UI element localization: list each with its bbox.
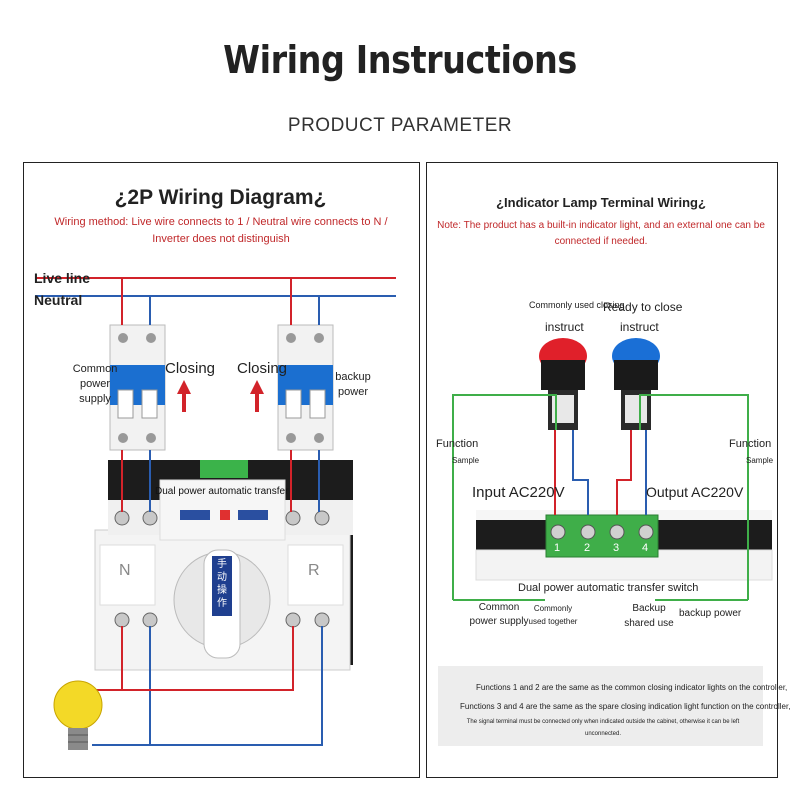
common-instruct-label: instruct bbox=[545, 320, 584, 334]
terminal-n-label: N bbox=[119, 562, 131, 579]
red-indicator-lamp bbox=[539, 338, 587, 430]
terminal-block bbox=[545, 514, 659, 558]
left-panel-title: ¿2P Wiring Diagram¿ bbox=[114, 186, 327, 209]
breaker-right bbox=[277, 324, 334, 451]
right-switch-label: Dual power automatic transfer switch bbox=[518, 582, 699, 594]
backup-shared-use: Backup shared use bbox=[624, 603, 674, 629]
handle-label-bg bbox=[212, 556, 232, 616]
sample-right-label: Sample bbox=[746, 456, 774, 465]
terminal-r-area bbox=[287, 544, 344, 606]
page-title: Wiring Instructions bbox=[223, 38, 577, 82]
commonly-used-together: Commonly used together bbox=[528, 604, 578, 626]
page-subtitle: PRODUCT PARAMETER bbox=[287, 115, 513, 136]
backup-power-bottom: backup power bbox=[679, 608, 742, 619]
lamp-red-wire-2 bbox=[616, 430, 632, 515]
ready-instruct-label: instruct bbox=[620, 320, 659, 334]
function-right-label: Function bbox=[729, 438, 772, 450]
closing-label-left: Closing bbox=[165, 360, 216, 377]
wiring-method-note: Wiring method: Live wire connects to 1 /… bbox=[54, 216, 388, 245]
closing-arrow-left bbox=[177, 380, 191, 412]
light-bulb-icon bbox=[53, 680, 103, 750]
switch-label: Dual power automatic transfer switch bbox=[155, 486, 290, 497]
switch-green-terminal bbox=[200, 460, 248, 478]
terminal-number-3: 3 bbox=[613, 542, 620, 554]
terminal-number-1: 1 bbox=[554, 542, 561, 554]
input-ac-label: Input AC220V bbox=[472, 484, 565, 501]
switch-handle-text: 手动操作 bbox=[217, 559, 227, 609]
switch-red-indicator bbox=[220, 510, 230, 520]
output-ac-label: Output AC220V bbox=[646, 484, 744, 500]
live-line-label: Live line bbox=[34, 270, 91, 286]
bottom-note-3: The signal terminal must be connected on… bbox=[466, 719, 740, 737]
sample-left-label: Sample bbox=[452, 456, 480, 465]
terminal-n-area bbox=[99, 544, 156, 606]
ready-close-label: Ready to close bbox=[603, 300, 683, 314]
switch-blue-tag-2 bbox=[238, 510, 268, 520]
bottom-notes-box bbox=[438, 666, 763, 746]
bottom-note-1: Functions 1 and 2 are the same as the co… bbox=[476, 683, 788, 692]
function-left-label: Function bbox=[436, 438, 479, 450]
right-panel-title: ¿Indicator Lamp Terminal Wiring¿ bbox=[496, 195, 706, 210]
closing-arrow-right bbox=[250, 380, 264, 412]
common-closing-label: Commonly used closing bbox=[529, 300, 625, 310]
blue-indicator-lamp bbox=[612, 338, 660, 430]
terminal-number-2: 2 bbox=[584, 542, 591, 554]
closing-label-right: Closing bbox=[237, 360, 288, 377]
switch-blue-tag-1 bbox=[180, 510, 210, 520]
backup-power-label: backup power bbox=[335, 371, 371, 398]
common-power-supply-bottom: Common power supply bbox=[469, 602, 529, 627]
lamp-blue-wire-1 bbox=[572, 430, 589, 515]
terminal-number-4: 4 bbox=[642, 542, 649, 554]
common-power-supply-label: Common power supply bbox=[72, 363, 118, 405]
neutral-label: Neutral bbox=[34, 292, 83, 308]
terminal-r-label: R bbox=[308, 562, 320, 579]
right-panel-note: Note: The product has a built-in indicat… bbox=[437, 220, 765, 247]
function-wire-right bbox=[639, 394, 749, 600]
bottom-note-2: Functions 3 and 4 are the same as the sp… bbox=[460, 702, 791, 711]
function-wire-left bbox=[452, 394, 557, 600]
breaker-left bbox=[109, 324, 166, 451]
